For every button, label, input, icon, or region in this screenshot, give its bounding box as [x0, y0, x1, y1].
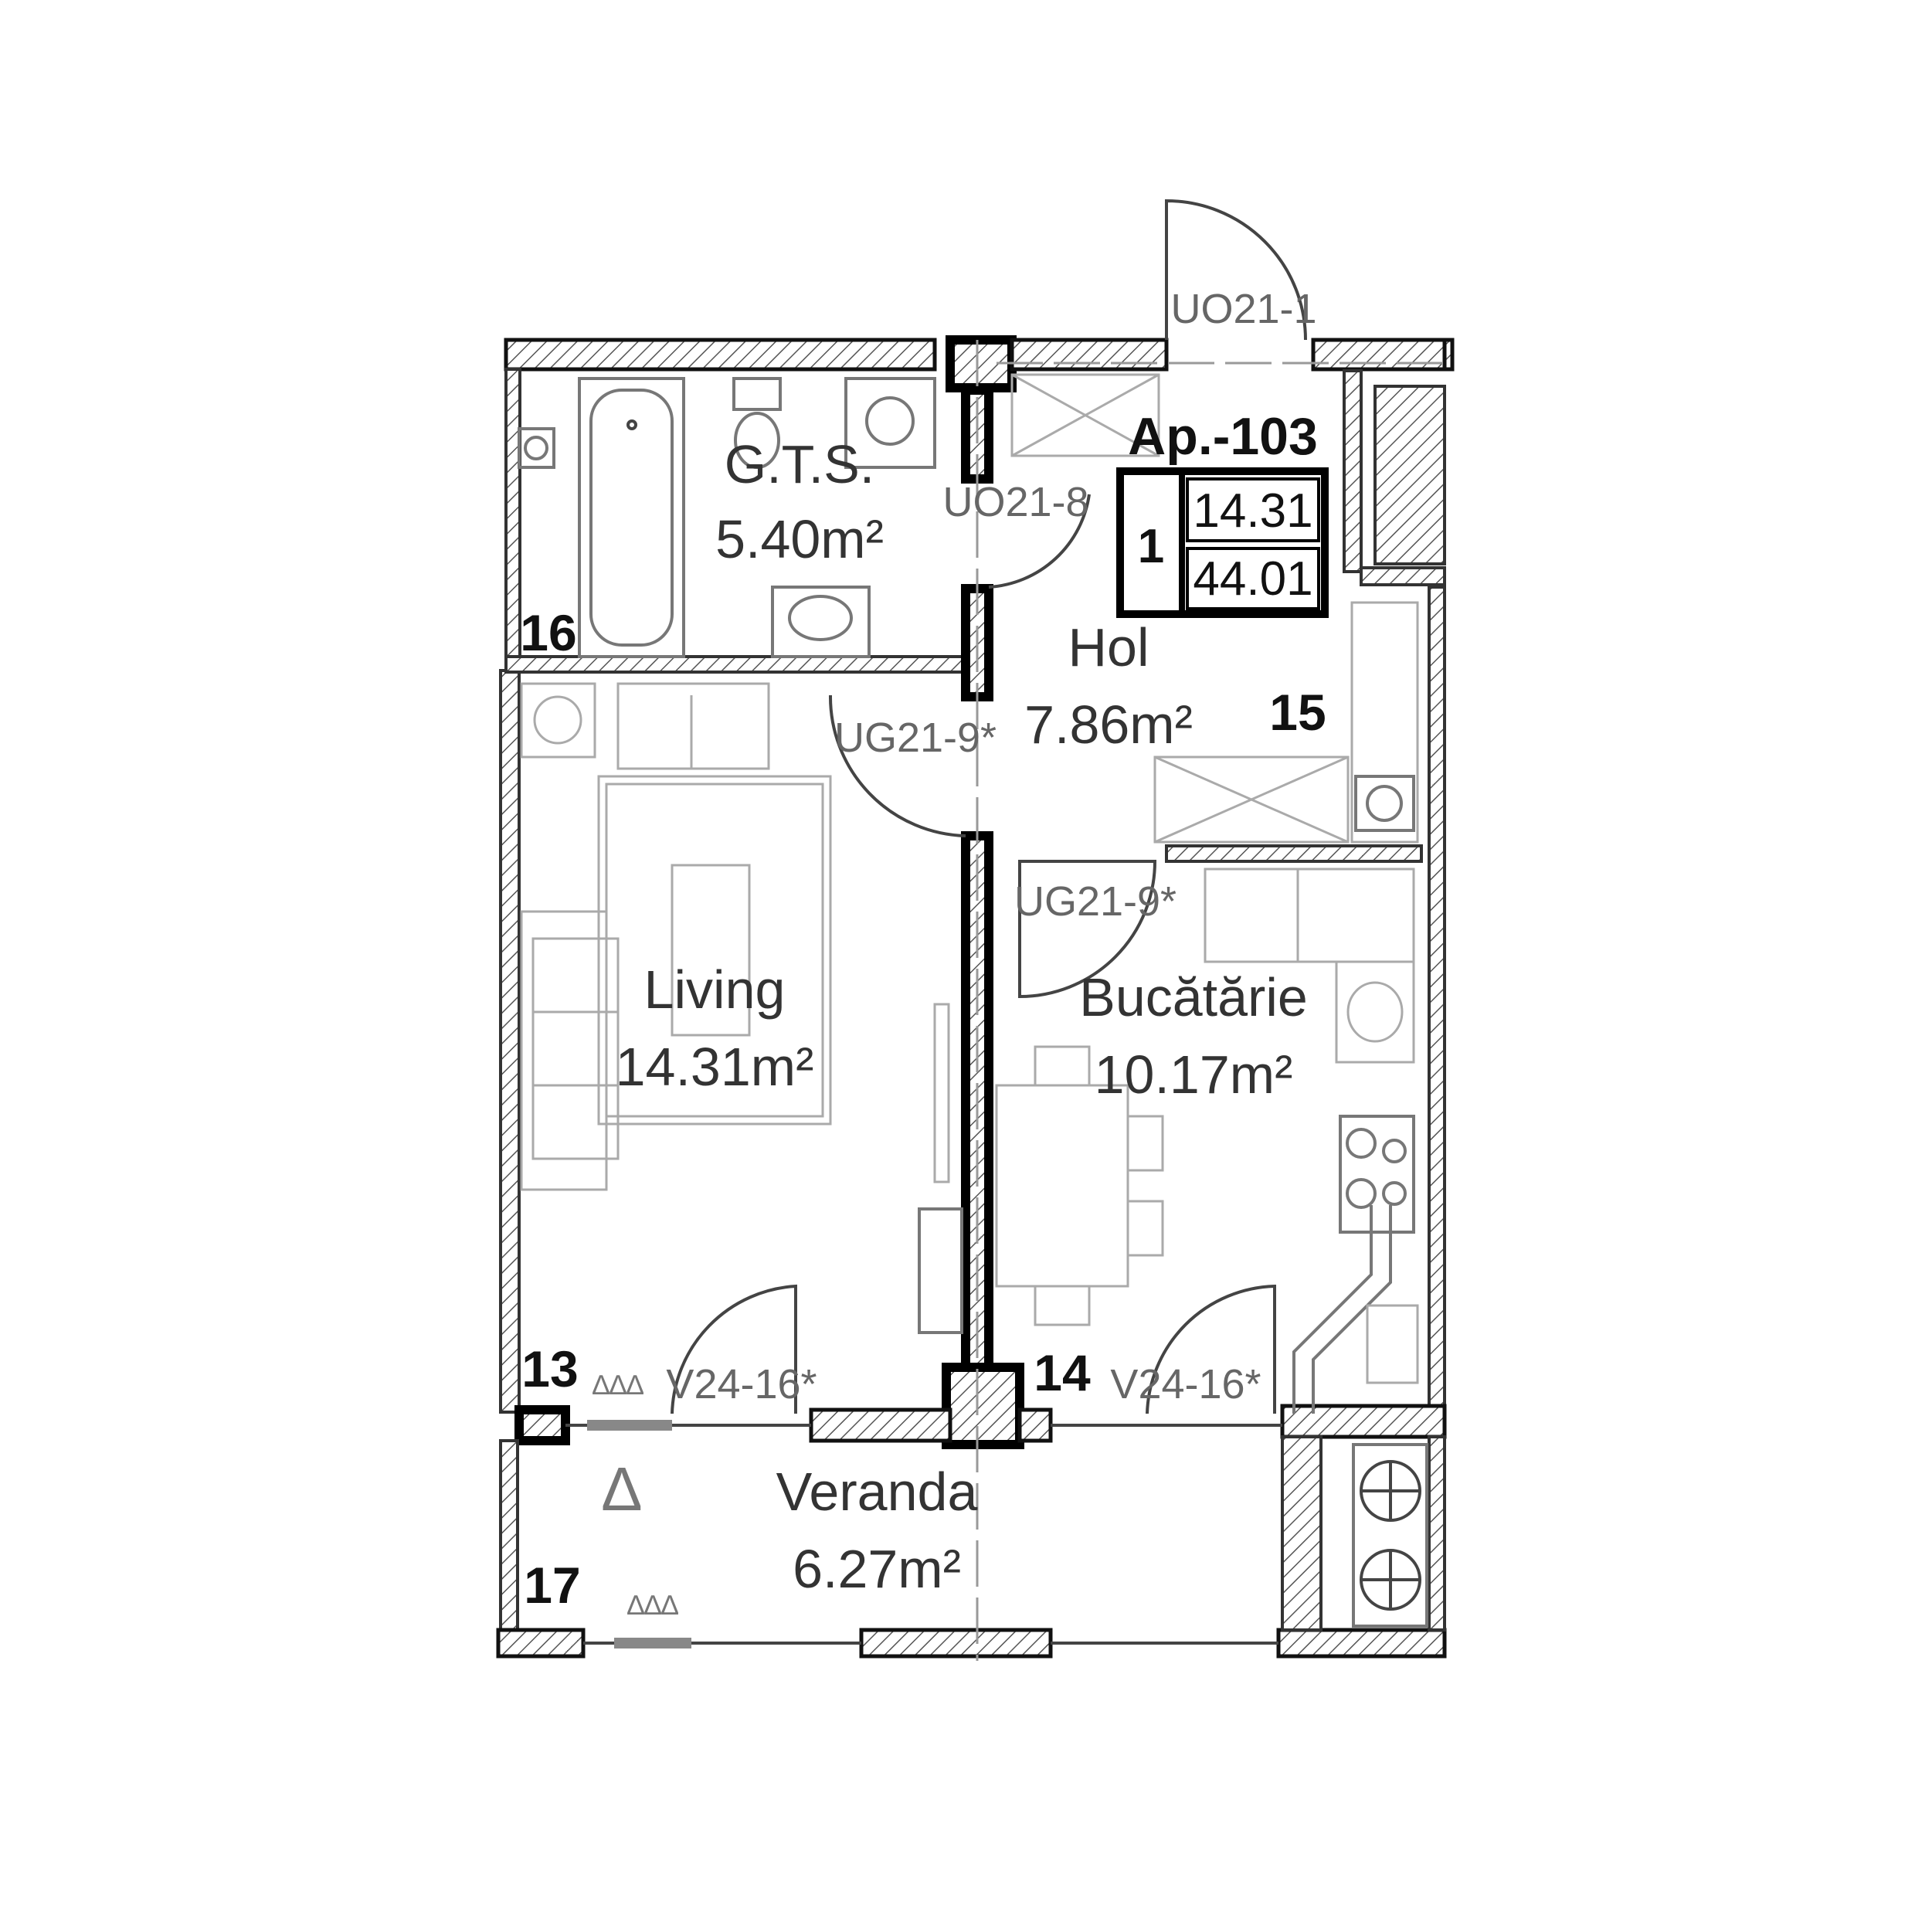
vent-triangles-bottom: ∆∆∆	[627, 1589, 678, 1621]
bathtub	[578, 377, 685, 658]
veranda-name: Veranda	[776, 1462, 978, 1522]
vent-triangles-top: ∆∆∆	[593, 1369, 643, 1401]
door-swings	[671, 199, 1307, 1414]
living-furniture	[520, 682, 963, 1334]
marker-16: 16	[520, 604, 576, 661]
gts-area: 5.40m²	[715, 509, 884, 569]
door-code-living: UG21-9*	[834, 715, 997, 761]
living-area: 14.31m²	[616, 1037, 814, 1097]
veranda-walls	[496, 1404, 1447, 1659]
total-area-value: 44.01	[1193, 552, 1312, 606]
gts-name: G.T.S.	[725, 434, 874, 494]
hol-name: Hol	[1068, 617, 1149, 677]
living-name: Living	[644, 959, 786, 1020]
washing-machine	[844, 377, 936, 469]
bucatarie-area: 10.17m²	[1095, 1044, 1293, 1105]
triangle-symbol: ∆	[603, 1455, 641, 1523]
apartment-info-box: 1 14.31 44.01	[1116, 467, 1329, 618]
bucatarie-name: Bucătărie	[1079, 967, 1308, 1027]
living-area-value: 14.31	[1193, 484, 1312, 538]
marker-17: 17	[524, 1557, 580, 1614]
apartment-title: Ap.-103	[1128, 407, 1318, 466]
sink	[771, 586, 871, 658]
hall-wardrobe	[1010, 373, 1160, 457]
toilet	[732, 377, 782, 469]
chimney-stove	[1352, 1443, 1428, 1628]
door-code-veranda-left: V24-16*	[666, 1361, 817, 1407]
veranda-area: 6.27m²	[793, 1539, 961, 1599]
marker-13: 13	[521, 1340, 578, 1397]
door-code-entrance: UO21-1	[1170, 286, 1316, 332]
exterior-walls	[499, 335, 1455, 1414]
boiler	[518, 427, 555, 469]
hol-area: 7.86m²	[1024, 694, 1193, 755]
door-code-kitchen: UG21-9*	[1014, 878, 1177, 925]
door-code-veranda-right: V24-16*	[1110, 1361, 1261, 1407]
marker-15: 15	[1269, 684, 1326, 741]
door-code-bath: UO21-8	[942, 479, 1088, 525]
rooms-count: 1	[1138, 520, 1164, 573]
axis-lines	[976, 340, 1445, 1661]
marker-14: 14	[1034, 1344, 1091, 1401]
kitchen-furniture	[995, 601, 1419, 1414]
